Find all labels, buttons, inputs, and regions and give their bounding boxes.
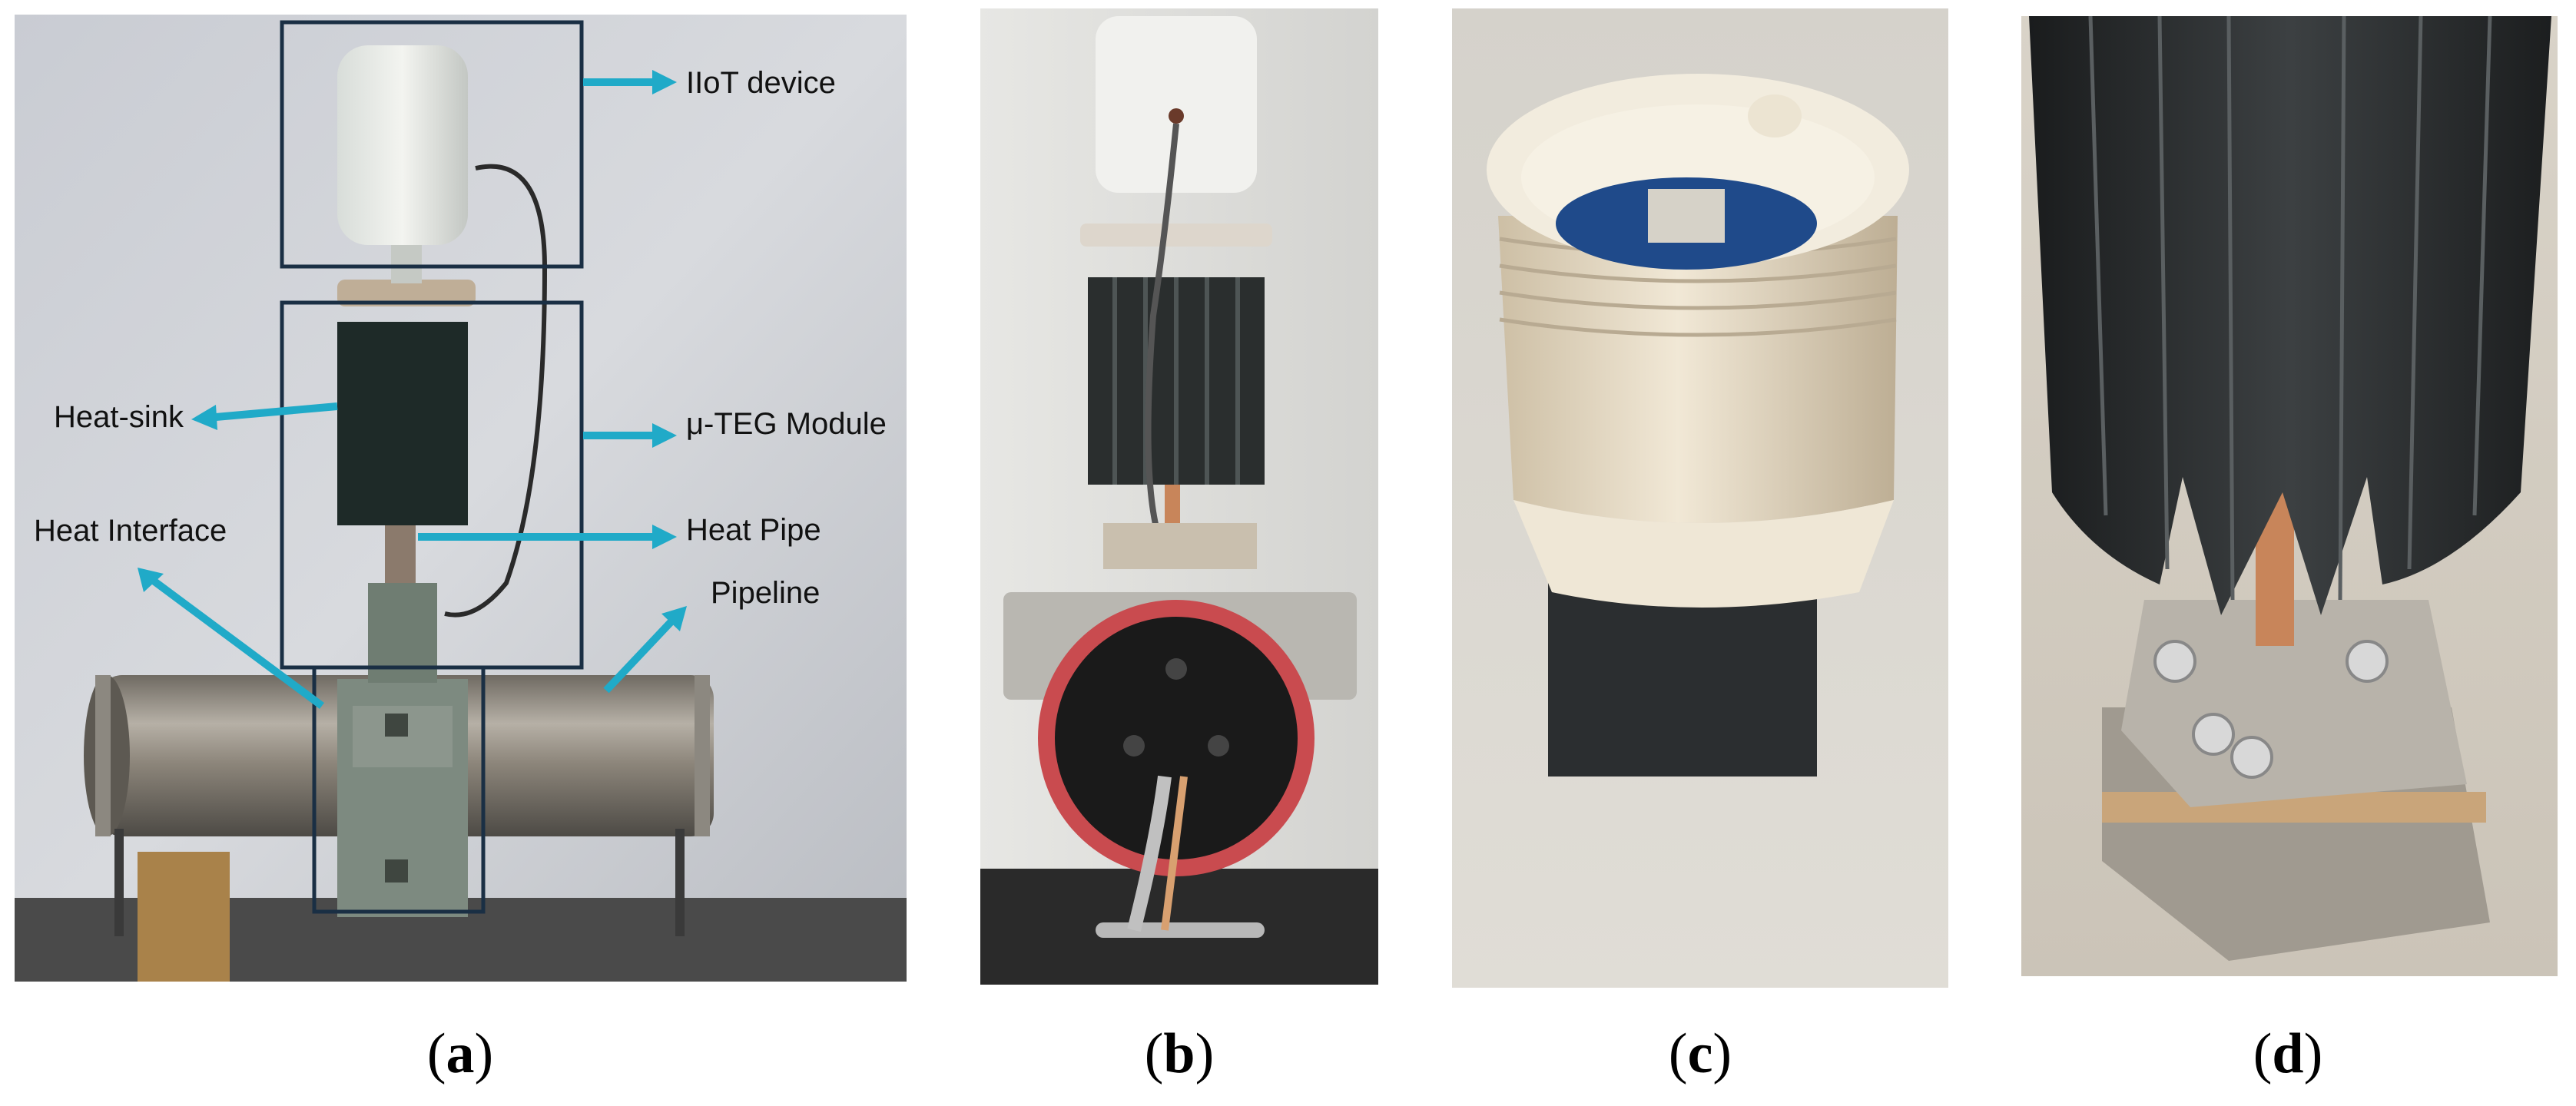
pipeline-label: Pipeline (711, 576, 821, 610)
iiot-device (1096, 16, 1257, 193)
teg-module-label: μ-TEG Module (686, 407, 887, 441)
iiot-device-enclosure (337, 45, 468, 245)
photo-panel-a (15, 15, 907, 982)
heat-interface-box (312, 665, 486, 914)
photo-panel-d (2021, 16, 2558, 976)
caption-a: (a) (426, 1022, 494, 1085)
iiot-device-label: IIoT device (686, 66, 836, 100)
heat-pipe-label: Heat Pipe (686, 513, 821, 547)
heat-sink-fins (2029, 16, 2551, 615)
caption-b: (b) (1144, 1022, 1215, 1085)
caption-d: (d) (2253, 1022, 2323, 1085)
heat-sink-closeup-photo (2021, 16, 2558, 976)
heat-interface-label: Heat Interface (34, 514, 227, 548)
iiot-setup-photo (15, 15, 907, 982)
photo-panel-c (1452, 8, 1948, 988)
open-device-photo (1452, 8, 1948, 988)
device-housing (1498, 216, 1898, 523)
iiot-device-box (280, 20, 584, 269)
heat-sink-fins (337, 322, 468, 525)
photo-panel-b (980, 8, 1378, 985)
caption-c: (c) (1668, 1022, 1732, 1085)
heat-sink-label: Heat-sink (54, 400, 184, 434)
front-view-photo (980, 8, 1378, 985)
pipe-opening (1055, 617, 1298, 859)
